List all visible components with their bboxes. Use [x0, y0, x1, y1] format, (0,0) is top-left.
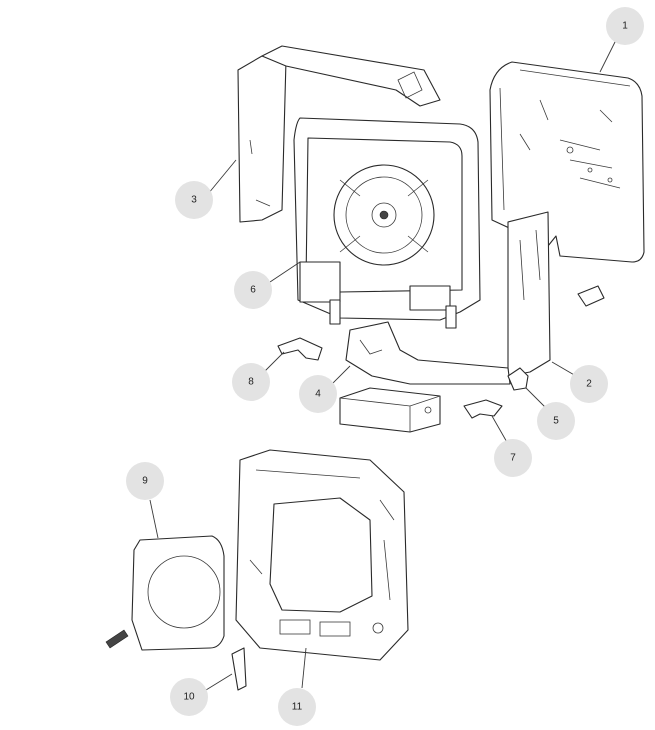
callout-11: 11: [278, 688, 316, 726]
part-8-bracket: [277, 337, 323, 361]
leader-lines: [149, 39, 617, 691]
svg-text:8: 8: [248, 377, 254, 388]
part-10-clip: [231, 647, 247, 691]
part-11-front-frame: [235, 449, 409, 661]
part-5-bracket: [507, 367, 529, 391]
part-3-side-panel: [237, 45, 441, 223]
callout-9: 9: [126, 462, 164, 500]
svg-text:6: 6: [250, 285, 256, 296]
part-6-fan-housing: [293, 117, 481, 329]
svg-text:4: 4: [315, 389, 321, 400]
callout-1: 1: [606, 7, 644, 45]
callout-8: 8: [232, 363, 270, 401]
part-1-back-panel: [489, 61, 645, 263]
callout-5: 5: [537, 402, 575, 440]
svg-text:1: 1: [622, 21, 628, 32]
callout-4: 4: [299, 375, 337, 413]
part-9-front-cover: [105, 535, 225, 651]
part-7-bracket: [463, 399, 503, 419]
svg-text:2: 2: [586, 379, 592, 390]
callout-10: 10: [170, 678, 208, 716]
callout-3: 3: [175, 181, 213, 219]
control-box: [339, 387, 441, 433]
svg-text:10: 10: [183, 692, 195, 703]
callout-7: 7: [494, 439, 532, 477]
small-tab: [577, 285, 605, 307]
svg-text:3: 3: [191, 195, 197, 206]
svg-text:5: 5: [553, 416, 559, 427]
part-2-side-tray: [345, 211, 551, 385]
callout-2: 2: [570, 365, 608, 403]
svg-text:9: 9: [142, 476, 148, 487]
callout-6: 6: [234, 271, 272, 309]
svg-text:7: 7: [510, 453, 516, 464]
svg-text:11: 11: [292, 702, 303, 713]
